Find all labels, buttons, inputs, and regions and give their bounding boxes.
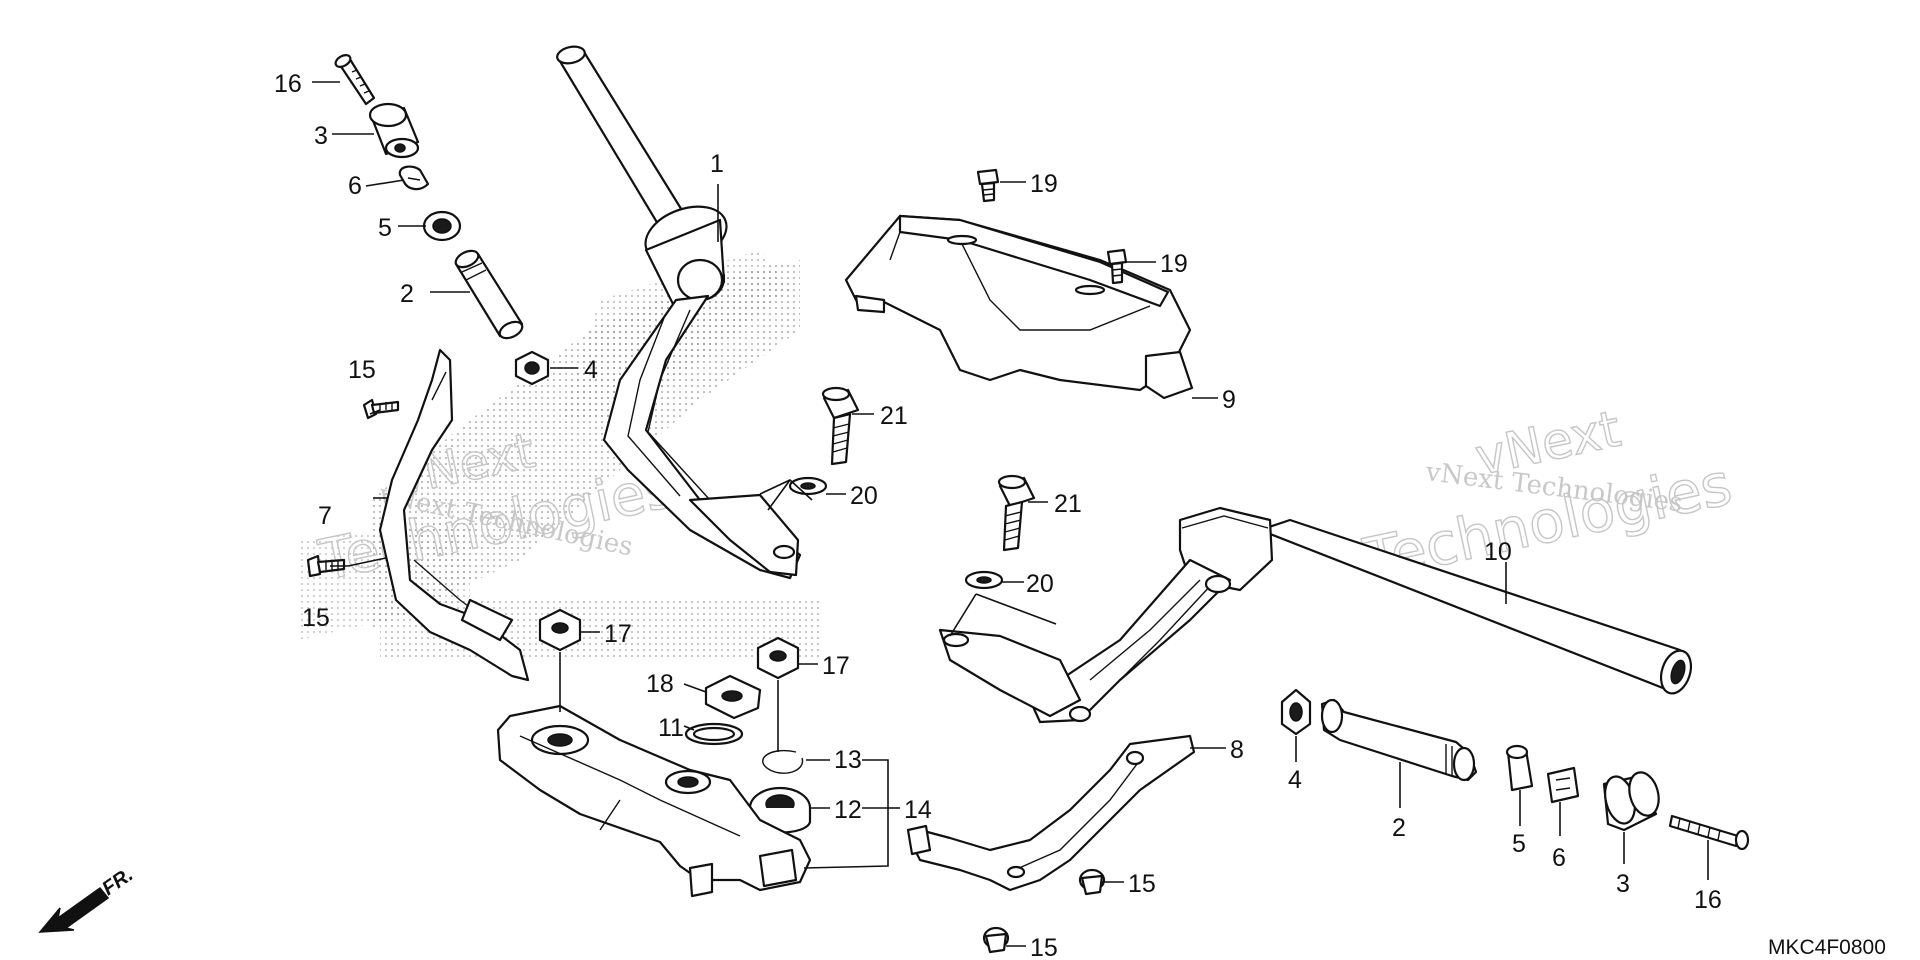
part-18-nut[interactable] [704, 674, 762, 720]
part-15-screw-c[interactable] [1078, 868, 1106, 896]
part-19-screw-b[interactable] [1106, 248, 1128, 285]
callout-10: 10 [1484, 538, 1512, 566]
part-21-bolt-left[interactable] [821, 386, 860, 466]
part-5-ring-right[interactable] [1505, 744, 1534, 792]
callout-15: 15 [1128, 870, 1156, 898]
callout-15: 15 [1030, 934, 1058, 960]
part-15-screw-a[interactable] [362, 398, 400, 420]
callout-16: 16 [1694, 886, 1722, 914]
front-direction-arrow: FR. [38, 864, 137, 933]
callout-6: 6 [1552, 844, 1566, 872]
part-9-top-cover[interactable] [844, 214, 1194, 400]
callout-15: 15 [348, 356, 376, 384]
part-6-clip-left[interactable] [398, 165, 430, 191]
part-21-bolt-right[interactable] [997, 474, 1036, 552]
callout-20: 20 [850, 482, 878, 510]
part-17-nut-left[interactable] [538, 608, 582, 652]
callout-2: 2 [1392, 814, 1406, 842]
callout-4: 4 [1288, 766, 1302, 794]
part-14-top-bridge[interactable] [496, 704, 812, 898]
callout-5: 5 [1512, 830, 1526, 858]
callout-17: 17 [604, 620, 632, 648]
part-4-nut-left[interactable] [514, 350, 550, 386]
part-1-handlebar-left[interactable] [556, 44, 802, 580]
arrow-left-down-icon [38, 886, 110, 933]
callout-16: 16 [274, 70, 302, 98]
part-7-cover-left[interactable] [378, 348, 530, 682]
callout-19: 19 [1030, 170, 1058, 198]
part-17-nut-right[interactable] [756, 636, 800, 680]
part-15-screw-d[interactable] [982, 926, 1010, 954]
part-20-washer-left[interactable] [788, 476, 828, 496]
part-11-ring[interactable] [684, 722, 744, 746]
callout-21: 21 [880, 402, 908, 430]
part-13-snap-ring[interactable] [762, 749, 804, 774]
diagram-code: MKC4F0800 [1768, 936, 1886, 959]
part-20-washer-right[interactable] [964, 570, 1004, 590]
callout-numbers: 16 3 6 5 2 4 1 15 7 15 21 20 19 19 9 21 … [274, 70, 1722, 960]
callout-2: 2 [400, 280, 414, 308]
callout-14: 14 [904, 796, 932, 824]
callout-15: 15 [302, 604, 330, 632]
part-3-bar-end-weight-left[interactable] [368, 102, 420, 159]
callout-1: 1 [710, 150, 724, 178]
callout-12: 12 [834, 796, 862, 824]
part-8-cover-right[interactable] [906, 734, 1196, 892]
callout-3: 3 [1616, 870, 1630, 898]
part-19-screw-a[interactable] [976, 168, 1000, 203]
part-6-clip-right[interactable] [1546, 766, 1580, 804]
callout-13: 13 [834, 746, 862, 774]
callout-11: 11 [658, 714, 684, 742]
part-4-nut-right[interactable] [1280, 688, 1312, 736]
callout-18: 18 [646, 670, 674, 698]
part-2-inner-weight-left[interactable] [453, 248, 525, 342]
callout-21: 21 [1054, 490, 1082, 518]
callout-20: 20 [1026, 570, 1054, 598]
callout-19: 19 [1160, 250, 1188, 278]
part-16-bolt-right[interactable] [1668, 814, 1750, 851]
part-16-bolt-left[interactable] [334, 53, 376, 106]
callout-3: 3 [314, 122, 328, 150]
callout-8: 8 [1230, 736, 1244, 764]
callout-4: 4 [584, 356, 598, 384]
part-2-inner-weight-right[interactable] [1320, 698, 1478, 782]
callout-9: 9 [1222, 386, 1236, 414]
dotted-watermark-shading [300, 250, 820, 660]
part-5-ring-left[interactable] [422, 210, 462, 242]
part-3-bar-end-weight-right[interactable] [1600, 769, 1663, 832]
part-10-handlebar-right[interactable] [938, 506, 1696, 724]
callout-6: 6 [348, 172, 362, 200]
callout-5: 5 [378, 214, 392, 242]
callout-7: 7 [318, 502, 332, 530]
callout-17: 17 [822, 652, 850, 680]
leader-lines [312, 81, 1709, 947]
